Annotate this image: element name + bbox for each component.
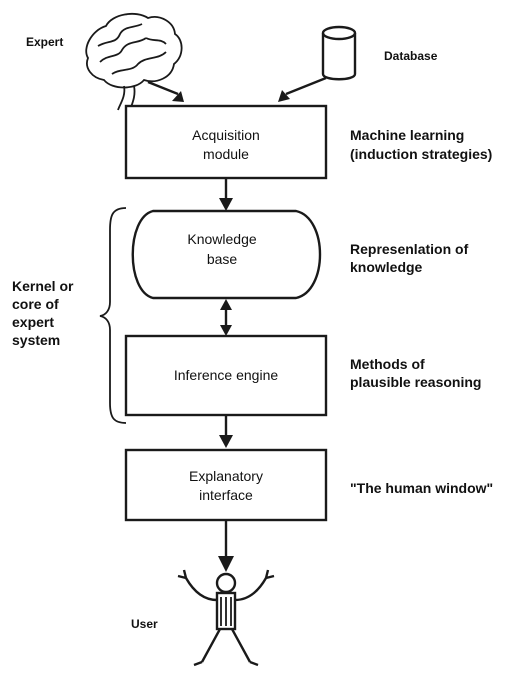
- expert-label: Expert: [26, 35, 63, 49]
- explanatory-interface-line1: Explanatory: [189, 468, 263, 484]
- database-label: Database: [384, 49, 438, 63]
- kernel-line1: Kernel or: [12, 278, 74, 294]
- user-label: User: [131, 617, 158, 631]
- user-figure-icon: [177, 569, 275, 667]
- inference-engine-label: Inference engine: [174, 367, 279, 383]
- acquisition-module-box: [124, 104, 328, 180]
- knowledge-base-line2: base: [207, 251, 238, 267]
- reasoning-line1: Methods of: [350, 356, 425, 372]
- acquisition-module-line1: Acquisition: [192, 127, 260, 143]
- kernel-line4: system: [12, 332, 60, 348]
- representation-line1: Represenlation of: [350, 241, 469, 257]
- kernel-line3: expert: [12, 314, 54, 330]
- brain-icon: [85, 12, 183, 111]
- kernel-brace: [99, 207, 127, 424]
- kernel-line2: core of: [12, 296, 59, 312]
- acquisition-module-line2: module: [203, 146, 249, 162]
- machine-learning-line2: (induction strategies): [350, 146, 492, 162]
- knowledge-base-line1: Knowledge: [187, 231, 256, 247]
- database-icon: [321, 25, 357, 81]
- human-window-label: "The human window": [350, 480, 493, 496]
- database-to-acquisition-arrow: [278, 76, 327, 102]
- explanatory-interface-line2: interface: [199, 487, 253, 503]
- explanatory-interface-box: [124, 448, 328, 522]
- acquisition-to-knowledge-arrow: [219, 178, 233, 211]
- interface-to-user-arrow: [218, 520, 234, 572]
- representation-line2: knowledge: [350, 259, 423, 275]
- reasoning-line2: plausible reasoning: [350, 374, 481, 390]
- machine-learning-line1: Machine learning: [350, 127, 464, 143]
- knowledge-base-shape: [131, 209, 322, 300]
- knowledge-inference-double-arrow: [220, 299, 232, 336]
- inference-to-interface-arrow: [219, 415, 233, 448]
- expert-to-acquisition-arrow: [147, 80, 184, 102]
